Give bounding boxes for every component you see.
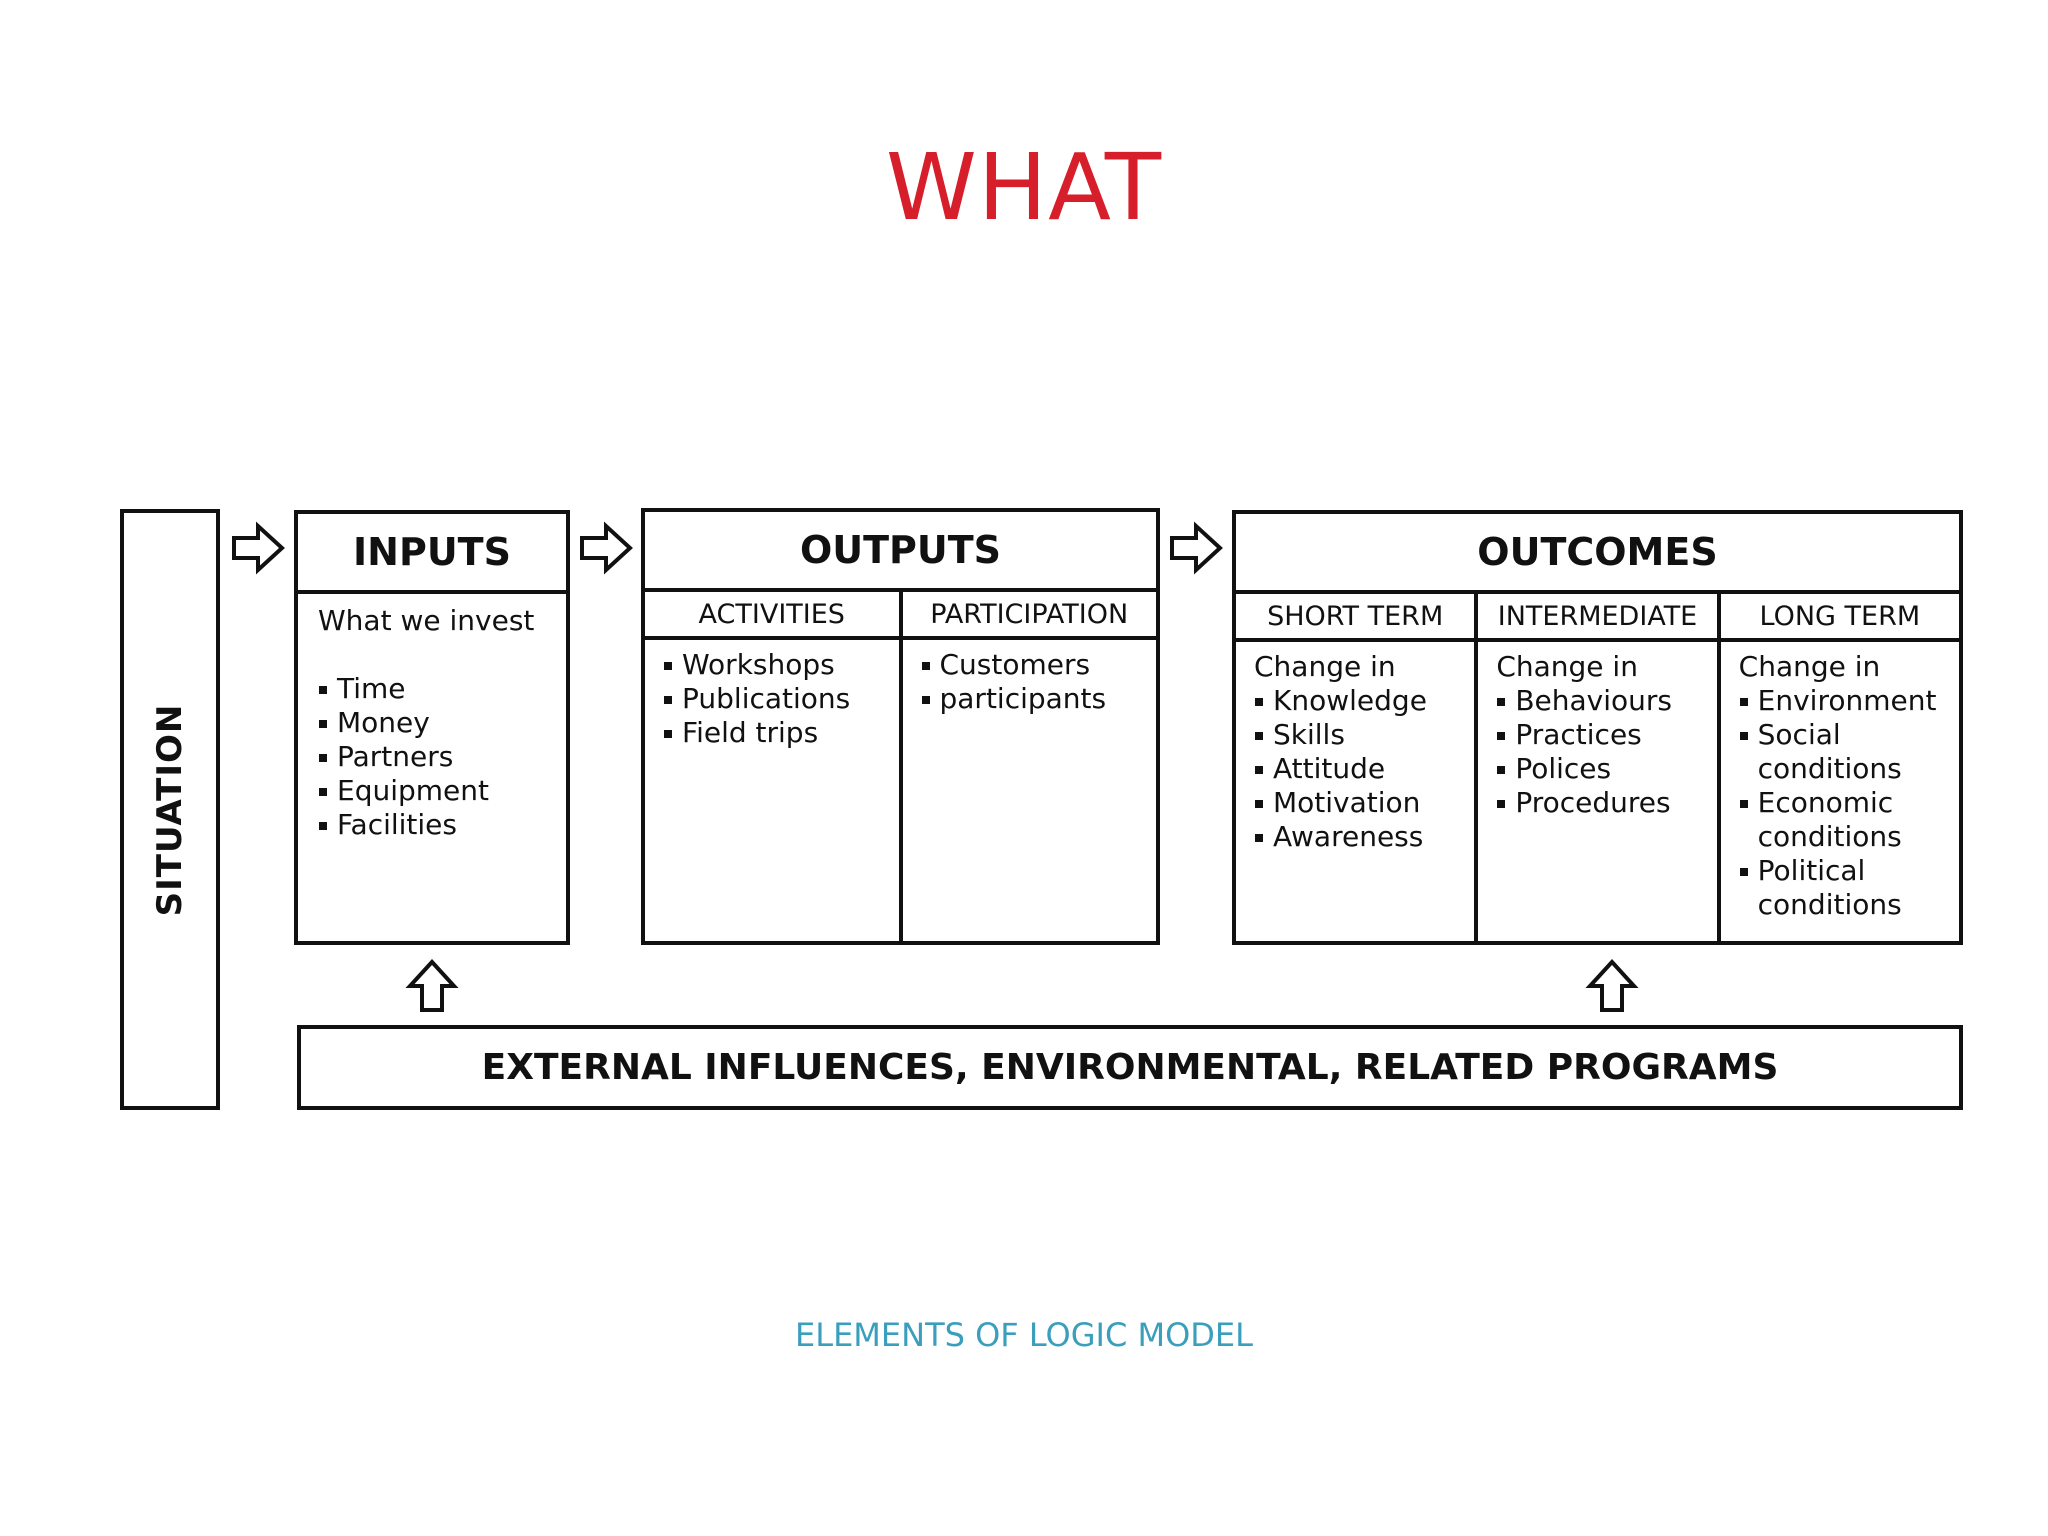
- inputs-body: What we invest Time Money Partners Equip…: [298, 594, 566, 941]
- long-term-heading: LONG TERM: [1716, 594, 1959, 638]
- right-arrow-icon: [580, 521, 633, 575]
- inputs-box: INPUTS What we invest Time Money Partner…: [294, 510, 570, 945]
- list-item: Social conditions: [1739, 718, 1959, 786]
- up-arrow-icon: [405, 959, 459, 1012]
- list-item: Knowledge: [1254, 684, 1474, 718]
- list-item: Time: [318, 672, 566, 706]
- list-item: Money: [318, 706, 566, 740]
- short-term-column: Change in Knowledge Skills Attitude Moti…: [1236, 642, 1474, 941]
- outcomes-heading: OUTCOMES: [1236, 514, 1959, 594]
- right-arrow-icon: [232, 521, 285, 575]
- long-term-column: Change in Environment Social conditions …: [1716, 642, 1959, 941]
- outcomes-box: OUTCOMES SHORT TERM INTERMEDIATE LONG TE…: [1232, 510, 1963, 945]
- activities-list: Workshops Publications Field trips: [663, 648, 899, 750]
- up-arrow-icon: [1585, 959, 1639, 1012]
- situation-box: SITUATION: [120, 509, 220, 1110]
- list-item: Workshops: [663, 648, 899, 682]
- participation-column: Customers participants: [898, 640, 1157, 941]
- inputs-list: Time Money Partners Equipment Facilities: [318, 672, 566, 842]
- page-title: WHAT: [885, 134, 1163, 241]
- outputs-columns: Workshops Publications Field trips Custo…: [645, 640, 1156, 941]
- inputs-heading: INPUTS: [298, 514, 566, 594]
- intermediate-column: Change in Behaviours Practices Polices P…: [1474, 642, 1716, 941]
- outputs-box: OUTPUTS ACTIVITIES PARTICIPATION Worksho…: [641, 508, 1160, 945]
- list-item: Procedures: [1496, 786, 1716, 820]
- list-item: Polices: [1496, 752, 1716, 786]
- list-item: Economic conditions: [1739, 786, 1959, 854]
- list-item: Practices: [1496, 718, 1716, 752]
- intermediate-lead: Change in: [1496, 650, 1638, 683]
- list-item: Political conditions: [1739, 854, 1959, 922]
- short-term-lead: Change in: [1254, 650, 1396, 683]
- activities-column: Workshops Publications Field trips: [645, 640, 899, 941]
- list-item: Field trips: [663, 716, 899, 750]
- short-term-heading: SHORT TERM: [1267, 600, 1444, 632]
- outcomes-columns: Change in Knowledge Skills Attitude Moti…: [1236, 642, 1959, 941]
- activities-heading: ACTIVITIES: [698, 598, 845, 630]
- footer-caption: ELEMENTS OF LOGIC MODEL: [795, 1316, 1253, 1354]
- external-influences-label: EXTERNAL INFLUENCES, ENVIRONMENTAL, RELA…: [481, 1047, 1779, 1088]
- list-item: Publications: [663, 682, 899, 716]
- inputs-lead: What we invest: [318, 604, 535, 637]
- outcomes-subheadings: SHORT TERM INTERMEDIATE LONG TERM: [1236, 594, 1959, 642]
- long-term-list: Environment Social conditions Economic c…: [1739, 684, 1959, 922]
- list-item: Attitude: [1254, 752, 1474, 786]
- list-item: Partners: [318, 740, 566, 774]
- short-term-list: Knowledge Skills Attitude Motivation Awa…: [1254, 684, 1474, 854]
- list-item: Equipment: [318, 774, 566, 808]
- list-item: Awareness: [1254, 820, 1474, 854]
- list-item: Skills: [1254, 718, 1474, 752]
- list-item: Environment: [1739, 684, 1959, 718]
- list-item: Behaviours: [1496, 684, 1716, 718]
- intermediate-list: Behaviours Practices Polices Procedures: [1496, 684, 1716, 820]
- list-item: Motivation: [1254, 786, 1474, 820]
- participation-heading: PARTICIPATION: [898, 592, 1157, 636]
- outputs-heading: OUTPUTS: [645, 512, 1156, 592]
- list-item: Customers: [921, 648, 1157, 682]
- intermediate-heading: INTERMEDIATE: [1474, 594, 1716, 638]
- participation-list: Customers participants: [921, 648, 1157, 716]
- long-term-lead: Change in: [1738, 650, 1881, 683]
- situation-label: SITUATION: [150, 703, 190, 916]
- right-arrow-icon: [1170, 521, 1223, 575]
- list-item: participants: [921, 682, 1157, 716]
- list-item: Facilities: [318, 808, 566, 842]
- external-influences-box: EXTERNAL INFLUENCES, ENVIRONMENTAL, RELA…: [297, 1025, 1963, 1110]
- outputs-subheadings: ACTIVITIES PARTICIPATION: [645, 592, 1156, 640]
